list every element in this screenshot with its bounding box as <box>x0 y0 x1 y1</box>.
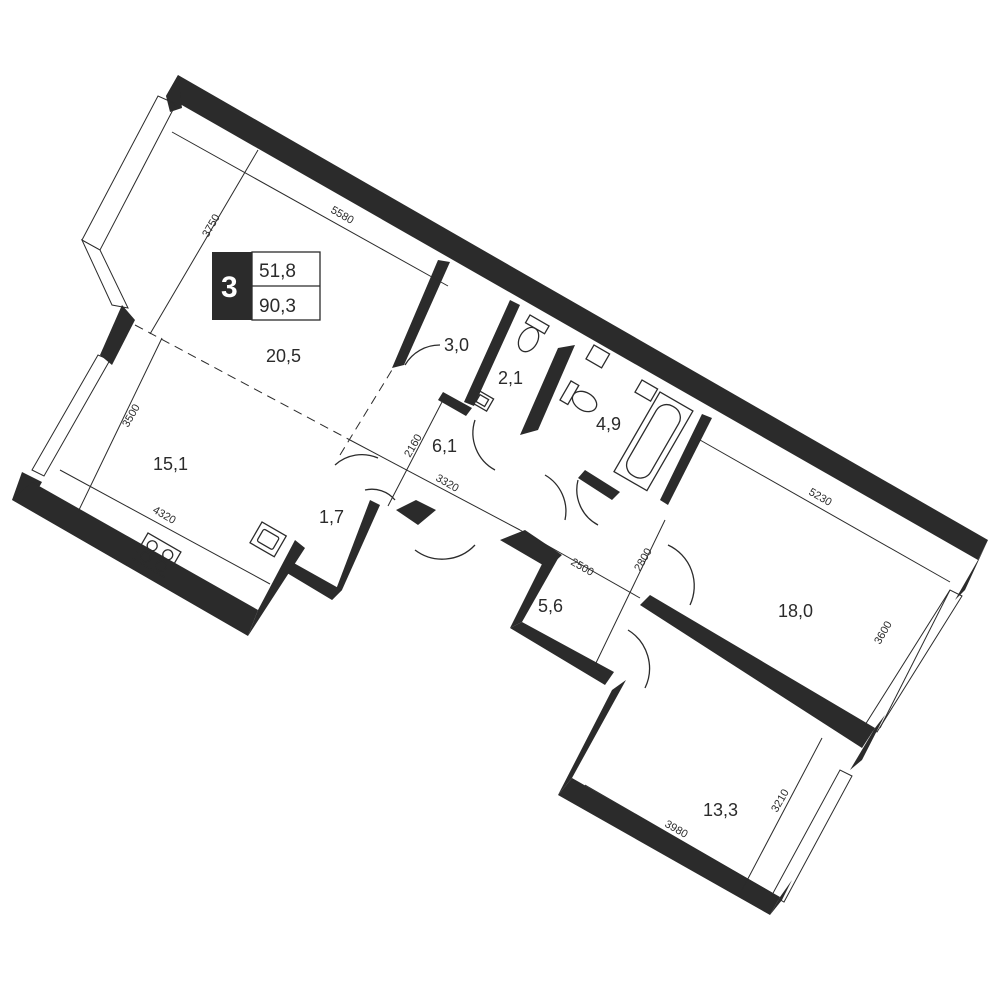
door-bedroom2 <box>627 629 651 689</box>
door-bath-2 <box>576 479 599 526</box>
zone-divider <box>134 324 351 441</box>
wall-bedroom-divider <box>640 595 875 748</box>
wall-corridor-bottom <box>510 622 614 685</box>
washing-machine-icon <box>585 344 611 369</box>
window-kitchen <box>31 354 111 477</box>
door-storage1 <box>404 344 441 366</box>
washbasin-icon <box>634 379 659 403</box>
dim-5580: 5580 <box>329 204 356 227</box>
toilet-icon <box>559 380 598 413</box>
wall-bedroom2-bottom <box>558 778 780 915</box>
door-wc <box>472 419 496 471</box>
wall-wc-bottom <box>438 392 472 416</box>
wall-corridor-left <box>510 552 560 628</box>
wall-storage1-left <box>392 260 450 368</box>
wall-top-left-stub <box>166 75 182 112</box>
room-area-kitchen: 15,1 <box>153 454 188 474</box>
zone-divider-2 <box>339 364 396 456</box>
door-entrance <box>414 544 476 560</box>
room-area-storage-1: 3,0 <box>444 335 469 355</box>
window-living-corner <box>80 238 129 309</box>
wall-hall-stub <box>396 500 436 525</box>
wall-right-lower <box>850 715 885 770</box>
wall-bottom-left <box>12 482 258 636</box>
wall-top-exterior <box>166 75 988 560</box>
room-area-bedroom-1: 18,0 <box>778 601 813 621</box>
bathtub-icon <box>613 391 694 492</box>
wall-wc-left <box>464 300 520 406</box>
room-area-storage-2: 1,7 <box>319 507 344 527</box>
wall-right-bottom <box>770 880 792 915</box>
window-bedroom1 <box>864 589 963 733</box>
wall-storage-bottom <box>282 562 342 600</box>
rooms-count: 3 <box>221 271 238 304</box>
dimension-lines <box>59 131 951 894</box>
wall-bedroom2-left <box>558 680 626 795</box>
room-area-hall: 6,1 <box>432 436 457 456</box>
washbasin-icon <box>470 389 495 413</box>
room-area-bathroom: 4,9 <box>596 414 621 434</box>
door-bath <box>544 474 567 521</box>
room-area-wc: 2,1 <box>498 368 523 388</box>
doors <box>334 344 695 689</box>
wall-entry <box>500 530 562 568</box>
room-area-living: 20,5 <box>266 346 301 366</box>
room-area-corridor: 5,6 <box>538 596 563 616</box>
wall-left-mid <box>100 305 135 365</box>
door-bedroom1 <box>667 544 695 606</box>
dim-4320: 4320 <box>151 504 178 527</box>
wall-storage-right <box>332 500 380 600</box>
area-summary-badge: 3 51,8 90,3 <box>212 251 321 321</box>
windows <box>31 95 963 903</box>
door-hall-left <box>334 453 379 466</box>
door-kitchen-storage <box>364 488 396 501</box>
dim-2160: 2160 <box>402 432 425 459</box>
window-bedroom2 <box>771 769 853 903</box>
wall-bath-right <box>660 414 712 505</box>
dim-3600: 3600 <box>872 619 895 646</box>
stove-icon <box>132 532 182 579</box>
dim-2800: 2800 <box>632 546 655 573</box>
wall-kitchen-right <box>248 540 305 636</box>
rooms-count-box <box>212 252 252 320</box>
wall-bath-left <box>520 345 575 435</box>
wall-bath-bottom <box>578 470 620 500</box>
toilet-icon <box>517 314 550 353</box>
sink-icon <box>249 521 288 558</box>
walls <box>12 75 988 915</box>
window-living <box>81 95 177 251</box>
dim-5230: 5230 <box>807 486 834 509</box>
dim-3750: 3750 <box>200 212 223 239</box>
dim-2500: 2500 <box>569 556 596 579</box>
dim-3500: 3500 <box>120 402 143 429</box>
total-area: 90,3 <box>259 296 296 317</box>
room-area-bedroom-2: 13,3 <box>703 800 738 820</box>
living-area: 51,8 <box>259 261 296 282</box>
